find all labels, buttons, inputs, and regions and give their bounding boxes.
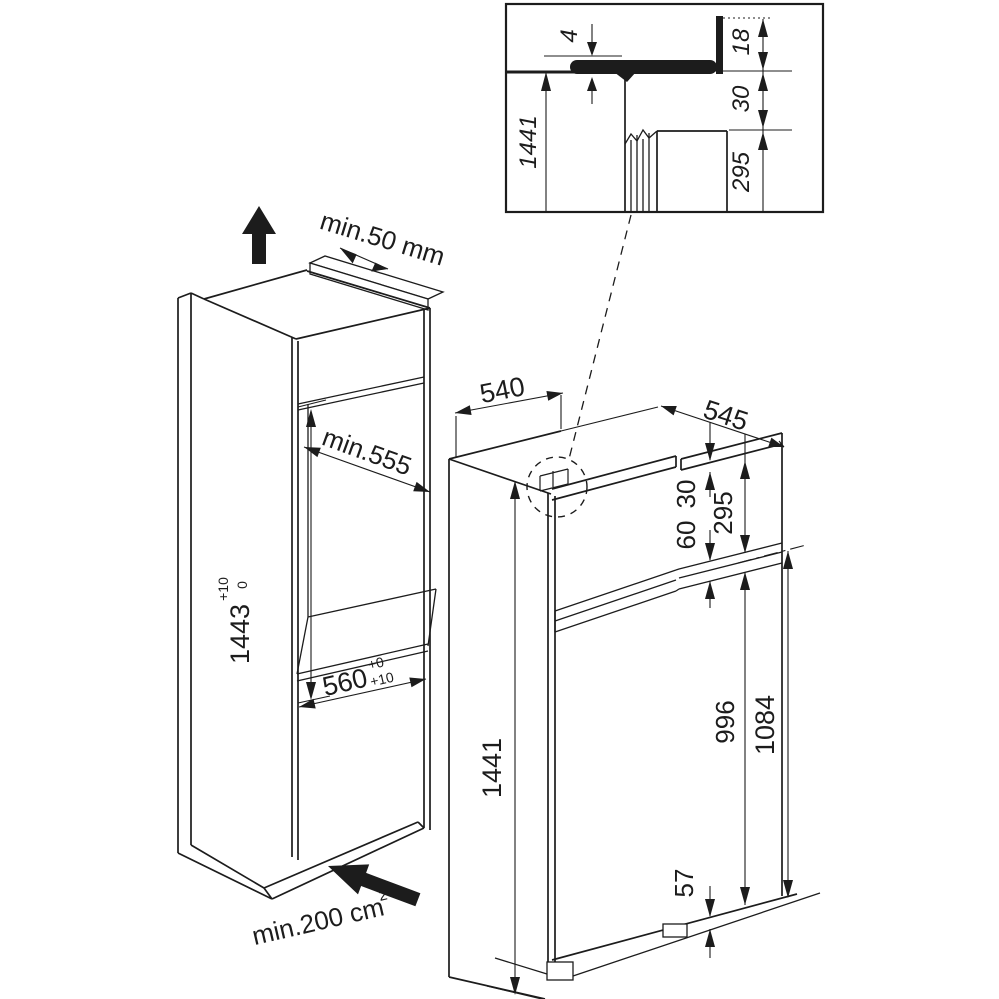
fridge-drawing: 540 545 1441 30 60 57 295 996 108 bbox=[448, 371, 821, 999]
niche-width-label: 560 bbox=[320, 663, 371, 702]
arrow-up-icon bbox=[541, 72, 551, 91]
bottom-gap-label: 57 bbox=[669, 869, 699, 898]
detail-inset: 1441 4 18 30 295 bbox=[504, 2, 825, 214]
vent-area-sup: 2 bbox=[377, 886, 389, 904]
niche-width-tol-upper: +0 bbox=[366, 653, 385, 672]
fridge-foot bbox=[662, 923, 688, 938]
fridge-depth-label: 540 bbox=[477, 371, 527, 409]
inset-gap-label: 30 bbox=[728, 85, 755, 112]
top-gap-label: 30 bbox=[671, 480, 701, 509]
niche-height-label: 1443 bbox=[225, 604, 255, 664]
door-panel-upstand bbox=[716, 16, 723, 74]
split-gap-label: 60 bbox=[671, 521, 701, 550]
niche-depth-label: min.555 bbox=[318, 422, 415, 482]
freezer-door-label: 295 bbox=[708, 491, 738, 534]
fridge-top-trim bbox=[570, 60, 717, 74]
inset-frame bbox=[504, 2, 825, 214]
detail-leader-line bbox=[568, 214, 632, 460]
detail-callout-circle bbox=[526, 456, 588, 518]
niche-cabinet-drawing: min.50 mm 1443 +10 0 min.555 560 +0 + bbox=[177, 205, 448, 951]
inset-height-label: 1441 bbox=[515, 115, 542, 168]
niche-height-tol-lower: 0 bbox=[234, 581, 250, 589]
inset-panel-offset-label: 4 bbox=[556, 29, 583, 42]
niche-width-tol-lower: +10 bbox=[369, 669, 396, 690]
axis-height-label: 1084 bbox=[750, 695, 780, 755]
fridge-width-label: 545 bbox=[700, 394, 752, 436]
fridge-foot bbox=[546, 961, 574, 981]
inset-upstand-label: 18 bbox=[728, 28, 755, 55]
airflow-up-arrow-icon bbox=[242, 206, 276, 264]
airflow-in-arrow-icon bbox=[328, 864, 421, 907]
niche-height-tol-upper: +10 bbox=[215, 577, 231, 601]
fridge-height-label: 1441 bbox=[477, 738, 507, 798]
inset-freezer-section-label: 295 bbox=[728, 151, 755, 193]
fridge-door-label: 996 bbox=[710, 700, 740, 743]
vent-area-label: min.200 cm bbox=[249, 891, 387, 950]
